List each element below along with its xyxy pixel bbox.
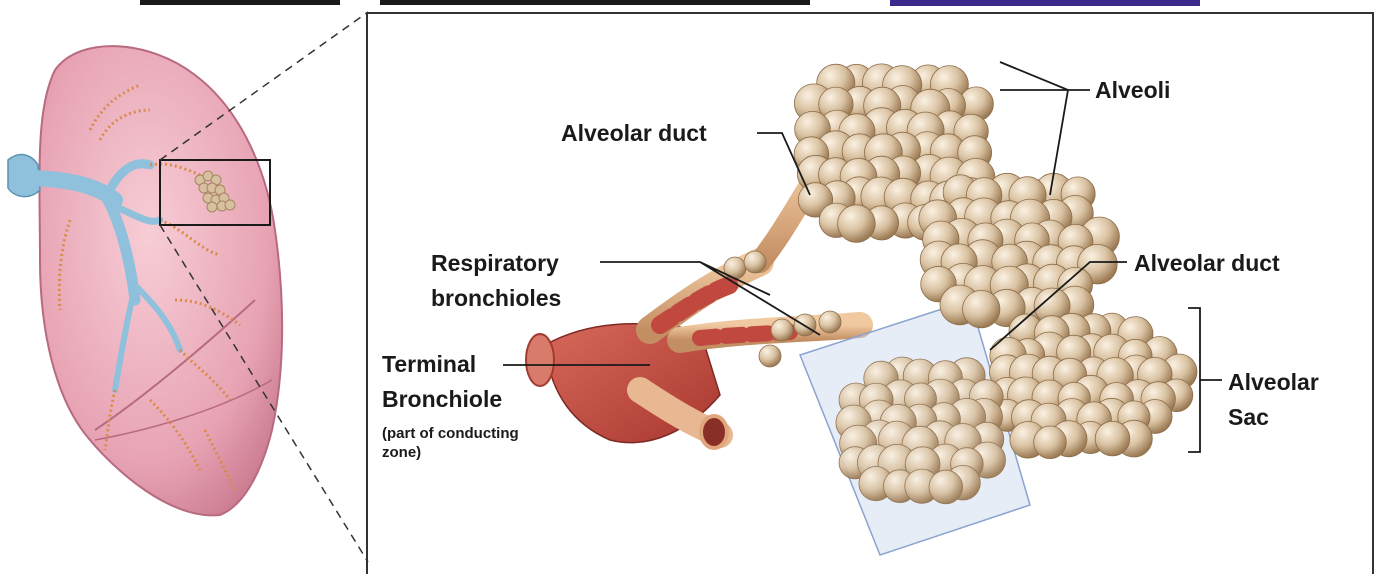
leader-alveolar-duct-right <box>990 262 1127 350</box>
label-respiratory-line1: Respiratory <box>431 249 559 277</box>
leader-respiratory <box>600 262 820 335</box>
label-alveolar-sac-line1: Alveolar <box>1228 368 1319 396</box>
label-alveolar-duct-right: Alveolar duct <box>1134 249 1280 277</box>
alveolar-sac-bracket <box>1188 308 1222 452</box>
label-respiratory-line2: bronchioles <box>431 284 561 312</box>
label-alveolar-sac-line2: Sac <box>1228 403 1269 431</box>
diagram-canvas: Alveoli Alveolar duct Respiratory bronch… <box>0 0 1377 562</box>
label-alveoli: Alveoli <box>1095 76 1170 104</box>
label-terminal-note-line2: zone) <box>382 443 421 462</box>
leader-lines <box>0 0 1377 562</box>
leader-alveolar-duct-top <box>757 133 810 195</box>
label-terminal-note-line1: (part of conducting <box>382 424 519 443</box>
label-alveolar-duct-top: Alveolar duct <box>561 119 707 147</box>
leader-alveoli <box>1000 62 1090 195</box>
label-terminal-line2: Bronchiole <box>382 385 502 413</box>
label-terminal-line1: Terminal <box>382 350 476 378</box>
